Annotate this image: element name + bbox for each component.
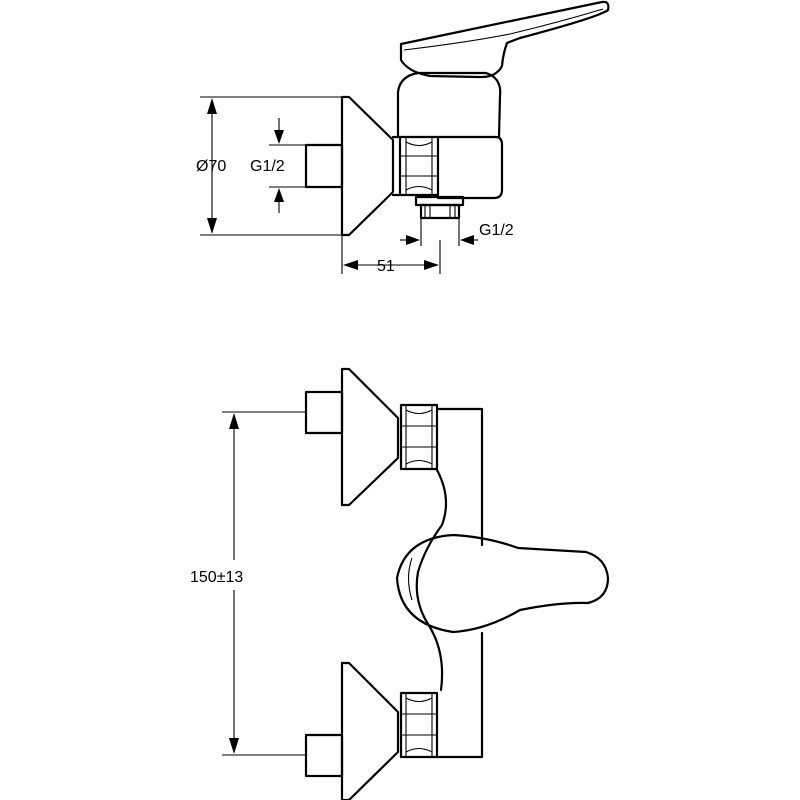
dimension-outlet-thread: G1/2 [400,218,514,246]
upper-wall-pipe [304,390,344,435]
side-outlet-connector [414,195,465,220]
front-lever-handle [395,533,610,634]
side-mixer-body [391,71,504,200]
lower-inlet [304,661,439,800]
front-view: 150±13 [190,367,610,800]
dimension-centre-distance: 150±13 [190,411,306,756]
inlet-thread-label: G1/2 [250,158,285,175]
side-flange [340,95,395,237]
dimension-flange-diameter: Ø70 [196,96,342,236]
dimension-inlet-thread: G1/2 [250,118,306,213]
lower-wall-pipe [304,733,344,778]
dimension-depth: 51 [341,235,441,275]
lower-hex-nut [399,691,439,759]
side-wall-pipe [304,143,344,189]
side-view: Ø70 G1/2 G1/2 5 [196,0,610,275]
flange-diameter-label: Ø70 [196,158,226,175]
lower-flange [340,661,400,800]
side-hex-nut [398,135,440,197]
outlet-thread-label: G1/2 [479,222,514,239]
side-lever-handle [399,0,610,79]
centre-distance-label: 150±13 [190,569,243,586]
upper-inlet [304,367,439,507]
upper-flange [340,367,400,507]
upper-hex-nut [399,403,439,471]
depth-label: 51 [377,258,395,275]
front-mixer-body [415,407,484,759]
